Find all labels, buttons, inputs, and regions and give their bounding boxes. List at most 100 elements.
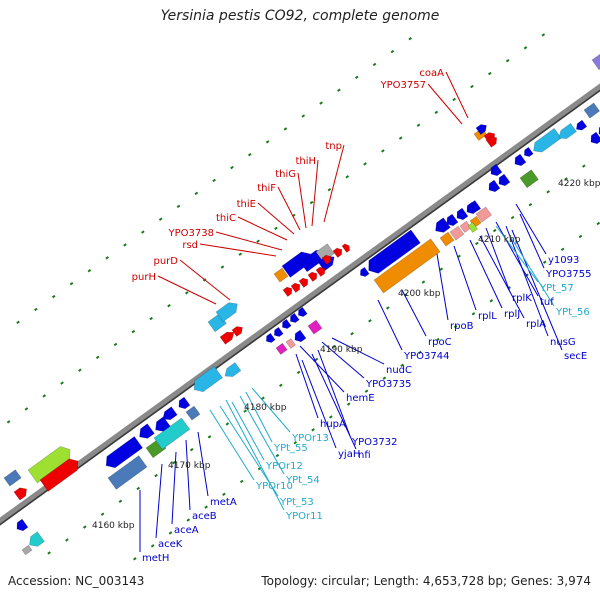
leader-line <box>197 431 209 497</box>
gene-feature-forward <box>298 277 309 288</box>
scale-tick <box>363 162 367 166</box>
gene-feature-reverse <box>446 213 459 227</box>
scale-tick <box>471 312 476 316</box>
gene-label-YPOr10: YPOr10 <box>255 481 293 492</box>
gene-arrow <box>524 146 534 157</box>
leader-line <box>295 353 319 419</box>
scale-tick <box>261 396 265 400</box>
gene-feature-reverse <box>139 423 155 439</box>
gene-feature-reverse <box>153 417 191 450</box>
gene-arrow <box>576 119 588 131</box>
gene-label-metH: metH <box>142 553 169 564</box>
gene-arrow <box>290 312 300 323</box>
gene-arrow <box>475 124 487 135</box>
leader-line <box>485 227 511 293</box>
map-title: Yersinia pestis CO92, complete genome <box>160 8 440 24</box>
leader-line <box>157 275 217 305</box>
gene-arrow <box>294 329 307 343</box>
leader-line <box>237 216 288 241</box>
scale-tick <box>475 241 479 246</box>
gene-feature-reverse <box>266 332 276 343</box>
gene-label-nusG: nusG <box>550 337 576 348</box>
gene-feature-reverse <box>558 123 577 139</box>
scale-tick <box>186 518 191 522</box>
scale-tick <box>489 299 494 303</box>
gene-feature-reverse <box>498 173 511 187</box>
leader-line <box>505 225 549 337</box>
scale-tick <box>332 344 337 349</box>
gene-feature-forward <box>3 469 22 487</box>
gene-arrow <box>467 222 478 233</box>
gene-feature-reverse <box>290 312 300 323</box>
scale-tick <box>189 448 194 452</box>
leader-line <box>435 247 449 321</box>
gene-label-rpoC: rpoC <box>428 337 452 348</box>
gene-arrow <box>266 332 276 343</box>
label-leader-lines <box>139 71 563 552</box>
scale-tick <box>541 33 546 37</box>
gene-arrow <box>107 455 148 490</box>
gene-feature-reverse <box>193 365 223 393</box>
scale-tick <box>149 316 153 321</box>
gene-feature-forward <box>315 243 335 263</box>
scale-tick <box>314 357 319 362</box>
scale-tick <box>239 479 244 484</box>
gene-feature-reverse <box>488 179 501 193</box>
leader-line <box>245 391 273 443</box>
gene-arrow <box>456 207 469 221</box>
gene-arrow <box>298 277 309 288</box>
scale-tick <box>293 441 298 445</box>
gene-arrow <box>219 331 235 345</box>
scale-tick <box>172 460 176 465</box>
gene-feature-reverse <box>514 153 527 167</box>
leader-line <box>317 349 351 437</box>
gene-arrow <box>488 179 501 193</box>
gene-arrow <box>373 238 441 294</box>
gene-feature-reverse <box>519 169 539 189</box>
scale-tick <box>390 49 395 54</box>
scale-label: 4220 kbp <box>558 179 600 189</box>
scale-tick <box>505 59 510 63</box>
gene-arrow <box>3 469 22 487</box>
gene-label-YPO3755: YPO3755 <box>545 269 591 280</box>
gene-label-thiH: thiH <box>295 156 316 167</box>
scale-tick <box>301 114 306 118</box>
gene-label-purH: purH <box>132 272 156 283</box>
gene-label-secE: secE <box>564 351 587 362</box>
leader-line <box>469 239 503 309</box>
scale-tick <box>222 492 226 496</box>
scale-tick <box>279 383 283 387</box>
gene-feature-forward <box>475 124 487 135</box>
scale-tick <box>136 486 141 491</box>
scale-tick <box>105 256 109 260</box>
scale-tick <box>368 319 372 323</box>
scale-tick <box>141 230 145 234</box>
gene-feature-reverse <box>107 455 148 490</box>
gene-feature-reverse <box>16 518 29 532</box>
gene-feature-forward <box>290 282 301 293</box>
gene-feature-reverse <box>178 396 191 410</box>
scale-tick <box>283 127 288 131</box>
gene-feature-reverse <box>224 362 242 377</box>
gene-label-rplJ: rplJ <box>504 309 520 320</box>
leader-line <box>509 235 555 307</box>
gene-label-YPO3732: YPO3732 <box>351 437 397 448</box>
gene-feature-forward <box>485 136 498 148</box>
scale-tick <box>327 187 332 192</box>
gene-feature-reverse <box>439 231 455 247</box>
scale-tick <box>150 544 155 548</box>
gene-feature-reverse <box>583 102 600 119</box>
scale-tick <box>82 525 87 529</box>
gene-arrow <box>533 127 562 153</box>
scale-label: 4190 kbp <box>320 345 363 355</box>
scale-tick <box>24 407 29 411</box>
leader-line <box>401 289 427 337</box>
scale-tick <box>256 239 260 243</box>
scale-tick <box>184 291 189 295</box>
scale-tick <box>418 350 422 355</box>
gene-arrow <box>519 169 539 189</box>
scale-ticks <box>6 33 600 561</box>
scale-tick <box>434 110 439 114</box>
gene-arrow <box>490 163 503 177</box>
